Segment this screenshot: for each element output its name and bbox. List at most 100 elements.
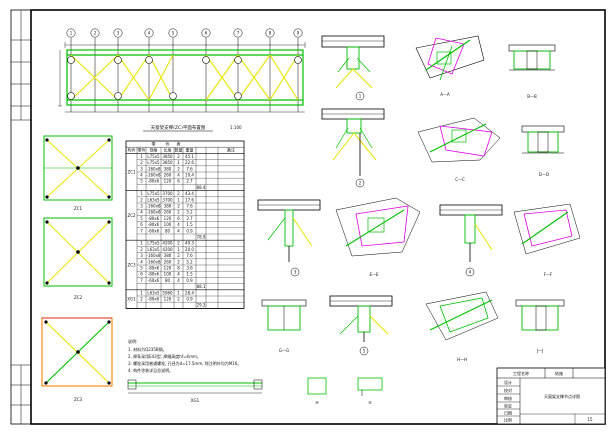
small-part-1-label: ④ (315, 400, 319, 405)
table-cell: 380 (164, 166, 172, 171)
table-cell: 2 (177, 253, 180, 258)
xg1-elevation: XG1 (127, 379, 263, 403)
note-line-0: 说明: (128, 338, 137, 344)
table-cell: 1 (140, 154, 143, 159)
table-cell: 2 (140, 160, 143, 165)
table-cell: 0.9 (186, 228, 193, 233)
table-group-name: ZC3 (127, 263, 136, 268)
table-cell: 17.6 (185, 197, 194, 202)
table-cell: -160x8 (147, 166, 161, 171)
title-row-1: 校对 (504, 387, 512, 393)
section-hh: H—H (425, 291, 499, 362)
table-header1-cell: 件 (166, 141, 170, 147)
table-cell: -160x8 (147, 253, 161, 258)
table-cell: 3 (140, 253, 143, 258)
table-header2-cell: 长度 (164, 147, 172, 153)
table-group-name: ZC1 (127, 170, 136, 175)
title-row-0: 设计 (504, 379, 512, 385)
detail-4: 4 (439, 204, 503, 277)
section-bb: B—B (508, 44, 556, 99)
table-cell: 80 (165, 228, 171, 233)
axis-label-8: 8 (269, 31, 272, 36)
title-page-no: 15 (587, 417, 593, 422)
table-cell: -80x6 (148, 297, 160, 302)
table-subtotal: 88.4 (197, 185, 206, 190)
table-header2-cell: 数量 (175, 147, 183, 153)
title-row-3: 审定 (504, 403, 512, 409)
note-line-4: 4. 构件涂装详见总说明。 (128, 367, 173, 373)
table-cell: 2 (177, 241, 180, 246)
axis-label-6: 6 (205, 31, 208, 36)
table-cell: 1.5 (186, 222, 193, 227)
table-cell: 4 (177, 222, 180, 227)
section-gg: G—G (261, 299, 307, 353)
section-bb-label: B—B (527, 94, 537, 99)
axis-label-2: 2 (94, 31, 97, 36)
table-cell: L75x5 (147, 154, 160, 159)
small-part-2-label: ⑤ (368, 400, 372, 405)
table-cell: -60x6 (148, 228, 160, 233)
table-cell: 5960 (162, 290, 173, 295)
table-cell: 2 (177, 191, 180, 196)
table-cell: -60x6 (148, 278, 160, 283)
table-cell: -80x6 (148, 222, 160, 227)
table-cell: 4 (177, 278, 180, 283)
table-cell: 6 (140, 272, 143, 277)
table-cell: 8 (177, 266, 180, 271)
table-cell: 2 (177, 166, 180, 171)
note-line-2: 2. 焊条采用E43型, 焊缝高度hf=6mm。 (128, 353, 201, 359)
table-cell: L63x5 (147, 290, 160, 295)
table-cell: 4 (140, 259, 143, 264)
table-cell: 2 (140, 247, 143, 252)
section-aa-label: A—A (440, 92, 450, 97)
axis-label-7: 7 (237, 31, 240, 36)
plan-view: 1 2 3 4 5 6 7 8 9 (58, 28, 306, 132)
table-cell: 3850 (162, 154, 173, 159)
table-cell: 4 (140, 173, 143, 178)
binding-strip (11, 10, 32, 424)
table-cell: 1 (177, 247, 180, 252)
section-dd: D—D (521, 125, 565, 177)
table-cell: 1 (177, 160, 180, 165)
sheet-border (10, 9, 606, 425)
table-cell: 7 (140, 278, 143, 283)
zc2-frame: ZC2 (43, 217, 113, 300)
table-header2-cell: 零件 (138, 147, 146, 153)
plan-axis-labels: 1 2 3 4 5 6 7 8 9 (70, 31, 300, 36)
detail-3-tag: 3 (294, 270, 297, 275)
section-ff: F—F (513, 203, 581, 277)
detail-1-tag: 1 (359, 94, 362, 99)
table-cell: -80x6 (148, 266, 160, 271)
table-cell: L75x5 (147, 160, 160, 165)
table-cell: 380 (164, 204, 172, 209)
table-cell: 5.2 (186, 210, 193, 215)
table-cell: 3700 (162, 191, 173, 196)
title-sheet-no: 结施 (555, 370, 563, 376)
table-cell: 22.6 (185, 160, 194, 165)
section-ff-label: F—F (544, 272, 553, 277)
table-cell: 3.6 (186, 266, 193, 271)
table-cell: L63x5 (147, 197, 160, 202)
table-header1-cell: 表 (177, 141, 181, 147)
table-cell: 3850 (162, 160, 173, 165)
table-cell: 6 (177, 216, 180, 221)
xg1-label: XG1 (191, 398, 200, 403)
detail-5-tag: 5 (363, 349, 366, 354)
table-cell: 7.6 (186, 204, 193, 209)
zc3-frame: ZC3 (41, 317, 113, 402)
table-cell: 3700 (162, 197, 173, 202)
table-cell: 1 (177, 290, 180, 295)
title-row-5: 比例 (504, 417, 512, 423)
table-cell: 2 (140, 197, 143, 202)
table-cell: 120 (164, 297, 172, 302)
axis-label-5: 5 (172, 31, 175, 36)
table-cell: 1 (140, 241, 143, 246)
axis-label-4: 4 (148, 31, 151, 36)
table-cell: 3 (140, 166, 143, 171)
table-cell: -160x8 (147, 204, 161, 209)
table-cell: 5.2 (186, 259, 193, 264)
table-cell: 5 (140, 266, 143, 271)
table-cell: 5 (140, 216, 143, 221)
title-row-4: 日期 (504, 410, 512, 416)
table-cell: 2 (177, 154, 180, 159)
